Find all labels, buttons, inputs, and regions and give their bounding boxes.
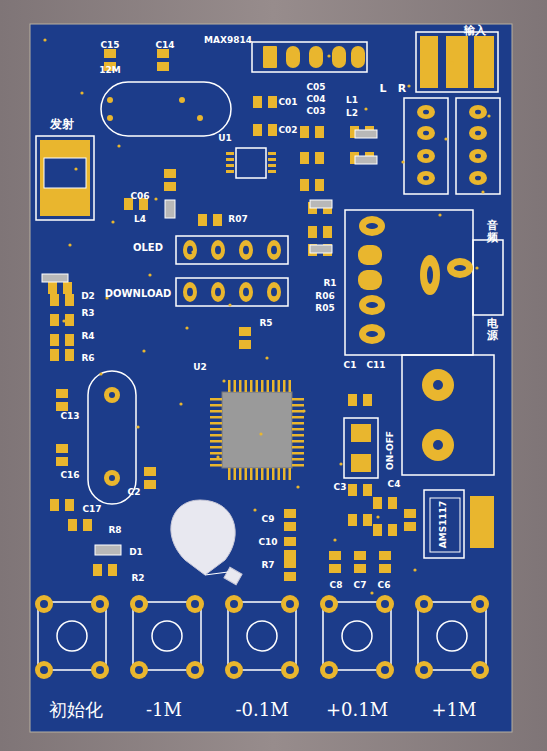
silkscreen-label: C04 [306,95,325,104]
silkscreen-label: C3 [334,483,347,492]
silkscreen-label: R5 [259,319,272,328]
silkscreen-label: C7 [354,581,367,590]
silkscreen-label: DOWNLOAD [105,289,172,299]
silkscreen-label: C10 [258,538,277,547]
silkscreen-label: R8 [108,526,121,535]
silkscreen-label: L [379,83,386,94]
silkscreen-label: C17 [82,505,101,514]
silkscreen-label: AMS1117 [439,500,448,547]
silkscreen-label: C9 [262,515,275,524]
silkscreen-label: C03 [306,107,325,116]
silkscreen-label: C02 [278,126,297,135]
silkscreen-label: L1 [346,96,358,105]
silkscreen-label: ON-OFF [386,431,395,470]
silkscreen-label: C15 [100,41,119,50]
silkscreen-label: C06 [130,192,149,201]
silkscreen-label: 电源 [487,318,498,342]
silkscreen-label: C13 [60,412,79,421]
silkscreen-label: C2 [128,488,141,497]
silkscreen-label: C05 [306,83,325,92]
silkscreen-label: R4 [81,332,94,341]
silkscreen-label: L4 [134,215,146,224]
silkscreen-label: C16 [60,471,79,480]
silkscreen-label: C14 [155,41,174,50]
silkscreen-label: 音频 [487,220,498,244]
silkscreen-label: D1 [129,548,143,557]
button-label: -1M [146,701,182,719]
button-label: +0.1M [326,701,388,719]
button-label: +1M [432,701,477,719]
silkscreen-label: R07 [228,215,247,224]
button-label: -0.1M [235,701,288,719]
silkscreen-label: U2 [193,363,207,372]
silkscreen-label: R6 [81,354,94,363]
silkscreen-label: C01 [278,98,297,107]
silkscreen-label: C11 [366,361,385,370]
silkscreen-label: 发射 [50,118,74,130]
silkscreen-label: C1 [344,361,357,370]
silkscreen-label: L2 [346,109,358,118]
silkscreen-label: U1 [218,134,232,143]
silkscreen-label: R3 [81,309,94,318]
silkscreen-label: R7 [261,561,274,570]
silkscreen-label: MAX9814 [204,36,252,45]
button-label: 初始化 [49,701,103,719]
silkscreen-label: R05 [315,304,334,313]
silkscreen-label: D2 [81,292,95,301]
silkscreen-label: R [398,83,406,94]
silkscreen-label: R06 [315,292,334,301]
silkscreen-label: 输入 [464,25,486,36]
silkscreen-label: C6 [378,581,391,590]
silkscreen-label: 12M [99,66,120,75]
silkscreen-label: C4 [388,480,401,489]
silkscreen-label: OLED [133,243,163,253]
silkscreen-label: R1 [323,279,336,288]
silkscreen-label: R2 [131,574,144,583]
silkscreen-label: C8 [330,581,343,590]
